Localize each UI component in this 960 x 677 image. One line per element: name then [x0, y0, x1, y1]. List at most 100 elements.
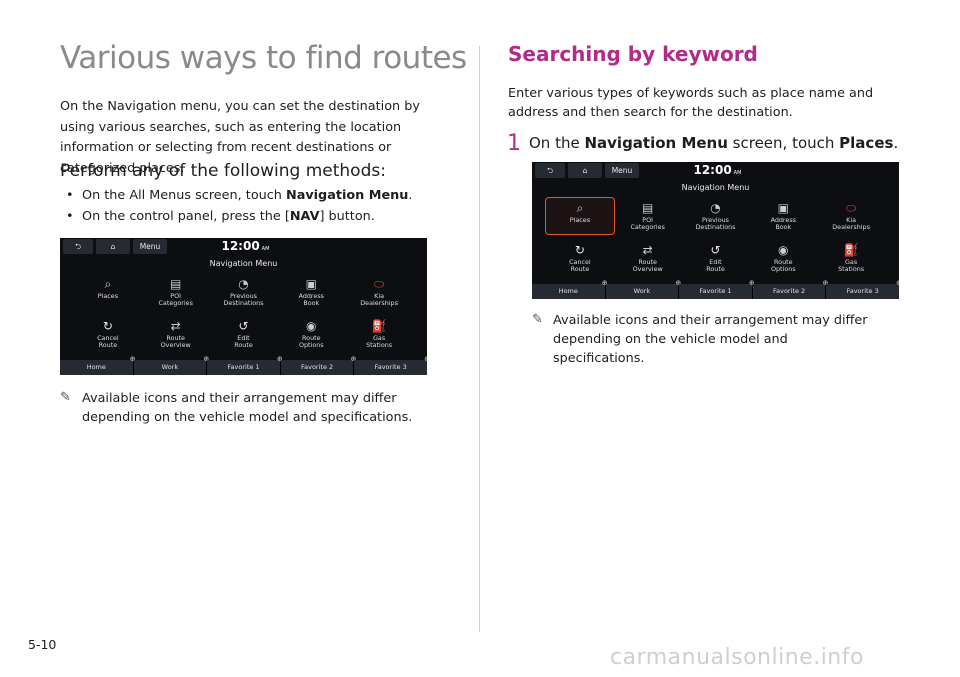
menu-item-sublabel	[546, 224, 614, 231]
menu-item-places[interactable]: ⌕Places	[74, 274, 142, 310]
menu-item-sublabel: Options	[770, 265, 796, 273]
route-overview-icon: ⇄	[642, 243, 653, 257]
note-text: Available icons and their arrangement ma…	[82, 391, 413, 425]
menu-item-label: Route	[638, 258, 657, 266]
edit-route-icon: ↺	[238, 319, 249, 333]
favorite-label: Favorite 1	[227, 363, 260, 371]
menu-item-sublabel: Options	[298, 341, 324, 349]
favorite-label: Favorite 2	[772, 287, 806, 295]
add-plus-icon: ⊕	[748, 279, 755, 287]
menu-item-sublabel	[74, 300, 142, 307]
menu-item-label: Route	[774, 258, 793, 266]
favorite-button-favorite-2[interactable]: Favorite 2 ⊕	[280, 355, 356, 375]
route-options-icon: ◉	[778, 243, 789, 257]
favorite-button-work[interactable]: Work⊕	[605, 279, 681, 299]
methods-list: On the All Menus screen, touch Navigatio…	[66, 185, 412, 227]
favorite-label: Favorite 3	[846, 287, 879, 295]
favorite-button-home[interactable]: Home⊕	[60, 355, 136, 375]
back-button[interactable]: ⮌	[535, 163, 565, 178]
menu-item-sublabel: Route	[570, 265, 590, 273]
magnifier-pin-icon: ⌕	[104, 277, 112, 291]
kia-logo-icon: ⬭	[845, 201, 857, 215]
favorites-bar: Home⊕Work⊕Favorite 1⊕Favorite 2⊕Favorite…	[532, 279, 899, 299]
gas-station-icon: ⛽	[843, 243, 859, 257]
back-button[interactable]: ⮌	[63, 239, 93, 254]
section-intro: Enter various types of keywords such as …	[508, 86, 874, 120]
favorite-button-favorite-2[interactable]: Favorite 2⊕	[752, 279, 828, 299]
note-icon: ✎	[60, 390, 71, 405]
menu-item-places[interactable]: ⌕Places	[545, 197, 615, 235]
home-button[interactable]: ⌂	[568, 163, 602, 178]
add-plus-icon: ⊕	[896, 279, 899, 287]
menu-item-label: Cancel	[97, 334, 119, 342]
menu-item-sublabel: Route	[234, 341, 253, 349]
step-text: On the Navigation Menu screen, touch Pla…	[529, 134, 899, 152]
menu-item-label: Places	[97, 292, 119, 300]
route-overview-icon: ⇄	[170, 319, 181, 333]
favorite-button-favorite-3[interactable]: Favorite 3⊕	[354, 355, 427, 375]
menu-item-label: Places	[569, 216, 591, 224]
favorite-button-favorite-1[interactable]: Favorite 1 ⊕	[207, 355, 283, 375]
favorite-button-work[interactable]: Work⊕	[133, 355, 209, 375]
menu-item-label: Edit	[709, 258, 722, 266]
favorite-label: Favorite 2	[300, 363, 334, 371]
menu-item-label: Route	[302, 334, 321, 342]
cancel-route-icon: ↻	[574, 243, 585, 257]
menu-item-sublabel: Categories	[158, 299, 193, 307]
column-divider	[479, 46, 480, 632]
list-item: On the control panel, press the [NAV] bu…	[66, 206, 412, 227]
menu-item-label: POI	[170, 292, 182, 300]
magnifier-pin-icon: ⌕	[576, 201, 584, 215]
favorite-label: Work	[161, 363, 179, 371]
menu-item-label: Kia	[374, 292, 385, 300]
favorite-label: Home	[86, 363, 106, 371]
menu-item-label: Edit	[237, 334, 250, 342]
add-plus-icon: ⊕	[276, 355, 283, 363]
favorite-label: Home	[558, 287, 578, 295]
menu-item-sublabel: Categories	[630, 223, 665, 231]
poi-categories-icon: ▤	[642, 201, 654, 215]
cancel-route-icon: ↻	[102, 319, 113, 333]
address-book-icon: ▣	[777, 201, 789, 215]
menu-item-label: Kia	[846, 216, 857, 224]
menu-button[interactable]: Menu	[605, 163, 639, 178]
methods-subheading: Perform any of the following methods:	[60, 161, 386, 181]
screen-title: Navigation Menu	[209, 259, 278, 268]
menu-item-sublabel: Dealerships	[832, 223, 870, 231]
favorite-button-home[interactable]: Home⊕	[532, 279, 608, 299]
favorite-button-favorite-1[interactable]: Favorite 1⊕	[679, 279, 755, 299]
route-options-icon: ◉	[306, 319, 317, 333]
favorite-button-favorite-3[interactable]: Favorite 3 ⊕	[826, 279, 899, 299]
home-button[interactable]: ⌂	[96, 239, 130, 254]
page-heading: Various ways to find routes	[60, 40, 467, 76]
menu-item-sublabel: Destinations	[223, 299, 264, 307]
menu-button[interactable]: Menu	[133, 239, 167, 254]
add-plus-icon: ⊕	[350, 355, 357, 363]
section-heading: Searching by keyword	[508, 42, 758, 66]
poi-categories-icon: ▤	[170, 277, 182, 291]
menu-item-sublabel: Route	[706, 265, 725, 273]
step-number: 1	[507, 131, 521, 156]
